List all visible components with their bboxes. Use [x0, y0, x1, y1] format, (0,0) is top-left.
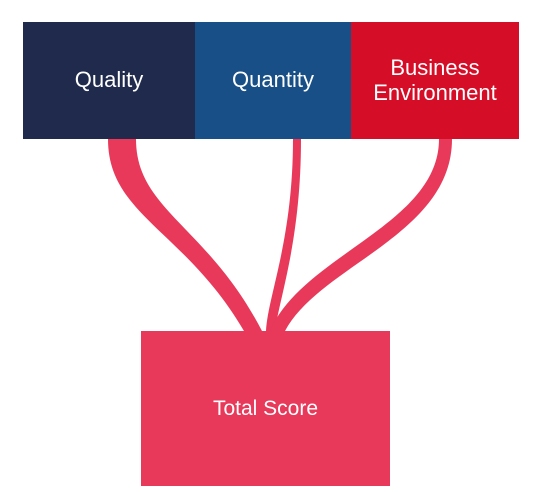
total-score-box: Total Score	[141, 331, 390, 486]
quality-label: Quality	[74, 67, 144, 93]
quantity-label: Quantity	[232, 67, 314, 93]
total-score-label: Total Score	[212, 396, 319, 420]
business-environment-box: Business Environment	[351, 22, 519, 139]
quality-box: Quality	[23, 22, 195, 139]
business-environment-label: Business Environment	[373, 55, 497, 105]
connector-business-to-total	[270, 139, 452, 331]
connector-quantity-to-total	[266, 139, 301, 331]
connector-quality-to-total	[108, 139, 262, 331]
quantity-box: Quantity	[195, 22, 351, 139]
